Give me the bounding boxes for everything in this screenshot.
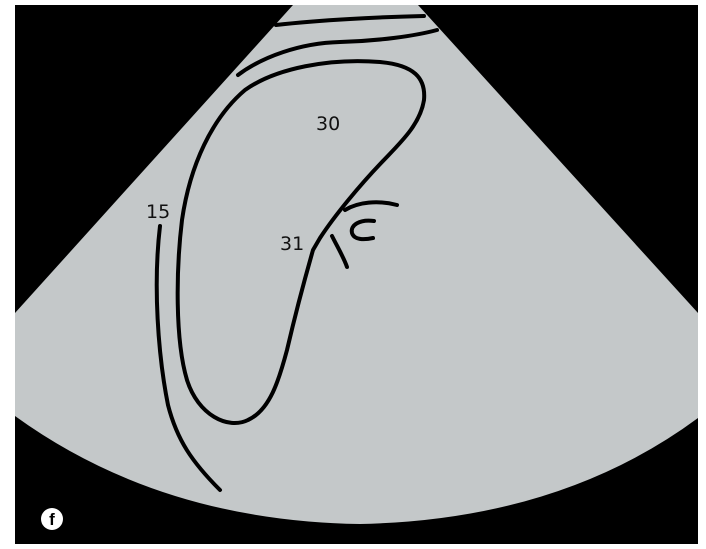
label-30: 30 [316,113,340,135]
label-31: 31 [280,233,304,255]
label-15: 15 [146,201,170,223]
panel-letter: f [49,510,55,529]
